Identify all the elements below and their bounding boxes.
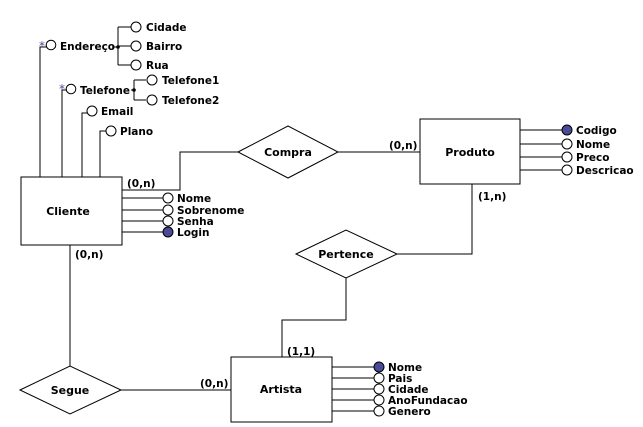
attr-circle-nome — [162, 192, 174, 204]
attr-telefone2: Telefone2 — [162, 95, 219, 107]
key-attr-circle-codigo — [561, 124, 573, 136]
relationship-compra-label: Compra — [264, 146, 312, 159]
attr-produto-nome: Nome — [576, 139, 610, 151]
attr-senha: Senha — [177, 216, 214, 228]
line-telefone — [61, 89, 75, 177]
attr-descricao: Descricao — [576, 165, 634, 177]
attr-circle-cidade — [130, 21, 142, 33]
attr-telefone: Telefone — [80, 85, 130, 97]
composite-dot-endereco — [116, 45, 120, 49]
entity-artista[interactable]: Artista — [230, 356, 333, 423]
attr-circle-telefone2 — [146, 94, 158, 106]
attr-genero: Genero — [388, 406, 431, 418]
attr-login: Login — [177, 227, 210, 239]
key-attr-circle-artista-nome — [373, 361, 385, 373]
entity-cliente-label: Cliente — [46, 205, 90, 218]
line-pertence-artista — [281, 278, 347, 357]
line-endereco — [39, 46, 56, 177]
attr-cidade: Cidade — [146, 22, 187, 34]
key-attr-circle-login — [162, 226, 174, 238]
attr-circle-telefone1 — [146, 74, 158, 86]
attr-circle-descricao — [561, 164, 573, 176]
entity-produto-label: Produto — [445, 146, 495, 159]
attr-endereco: Endereço — [60, 41, 115, 53]
attr-circle-genero — [373, 405, 385, 417]
cardinality-cliente-compra: (0,n) — [127, 178, 155, 190]
relationship-segue-label: Segue — [51, 384, 90, 397]
attr-codigo: Codigo — [576, 125, 617, 137]
entity-cliente[interactable]: Cliente — [20, 176, 123, 246]
attr-circle-telefone — [65, 83, 77, 95]
entity-artista-label: Artista — [260, 383, 302, 396]
attr-circle-email — [86, 105, 98, 117]
attr-nome: Nome — [177, 193, 211, 205]
attr-sobrenome: Sobrenome — [177, 205, 244, 217]
line-cliente-compra — [122, 151, 238, 191]
attr-circle-preco — [561, 151, 573, 163]
attr-artista-cidade: Cidade — [388, 384, 429, 396]
attr-circle-endereco — [45, 39, 57, 51]
relationship-compra[interactable]: Compra — [236, 125, 340, 179]
relationship-pertence[interactable]: Pertence — [294, 229, 399, 279]
line-produto-pertence — [397, 184, 473, 255]
attr-circle-plano — [105, 125, 117, 137]
line-email — [81, 112, 88, 177]
cardinality-pertence-artista: (1,1) — [287, 346, 315, 358]
entity-produto[interactable]: Produto — [419, 118, 521, 185]
multivalued-marker-telefone: * — [59, 82, 65, 96]
relationship-pertence-label: Pertence — [318, 248, 373, 261]
cardinality-produto-pertence: (1,n) — [478, 191, 506, 203]
attr-pais: Pais — [388, 373, 412, 385]
attr-circle-senha — [162, 215, 174, 227]
attr-circle-pais — [373, 372, 385, 384]
attr-circle-produto-nome — [561, 138, 573, 150]
relationship-segue[interactable]: Segue — [18, 365, 123, 415]
attr-email: Email — [101, 106, 133, 118]
attr-rua: Rua — [146, 60, 169, 72]
multivalued-marker-endereco: * — [39, 39, 45, 53]
attr-bairro: Bairro — [146, 41, 182, 53]
line-plano — [99, 130, 107, 177]
attr-circle-artista-cidade — [373, 383, 385, 395]
attr-telefone1: Telefone1 — [162, 75, 219, 87]
attr-circle-bairro — [130, 40, 142, 52]
cardinality-cliente-segue: (0,n) — [75, 249, 103, 261]
attr-circle-sobrenome — [162, 204, 174, 216]
composite-dot-telefone — [132, 88, 136, 92]
attr-anofundacao: AnoFundacao — [388, 395, 468, 407]
attr-preco: Preco — [576, 152, 609, 164]
attr-circle-anofundacao — [373, 394, 385, 406]
attr-plano: Plano — [120, 126, 153, 138]
cardinality-segue-artista: (0,n) — [200, 378, 228, 390]
cardinality-compra-produto: (0,n) — [389, 140, 417, 152]
attr-artista-nome: Nome — [388, 362, 422, 374]
attr-circle-rua — [130, 59, 142, 71]
